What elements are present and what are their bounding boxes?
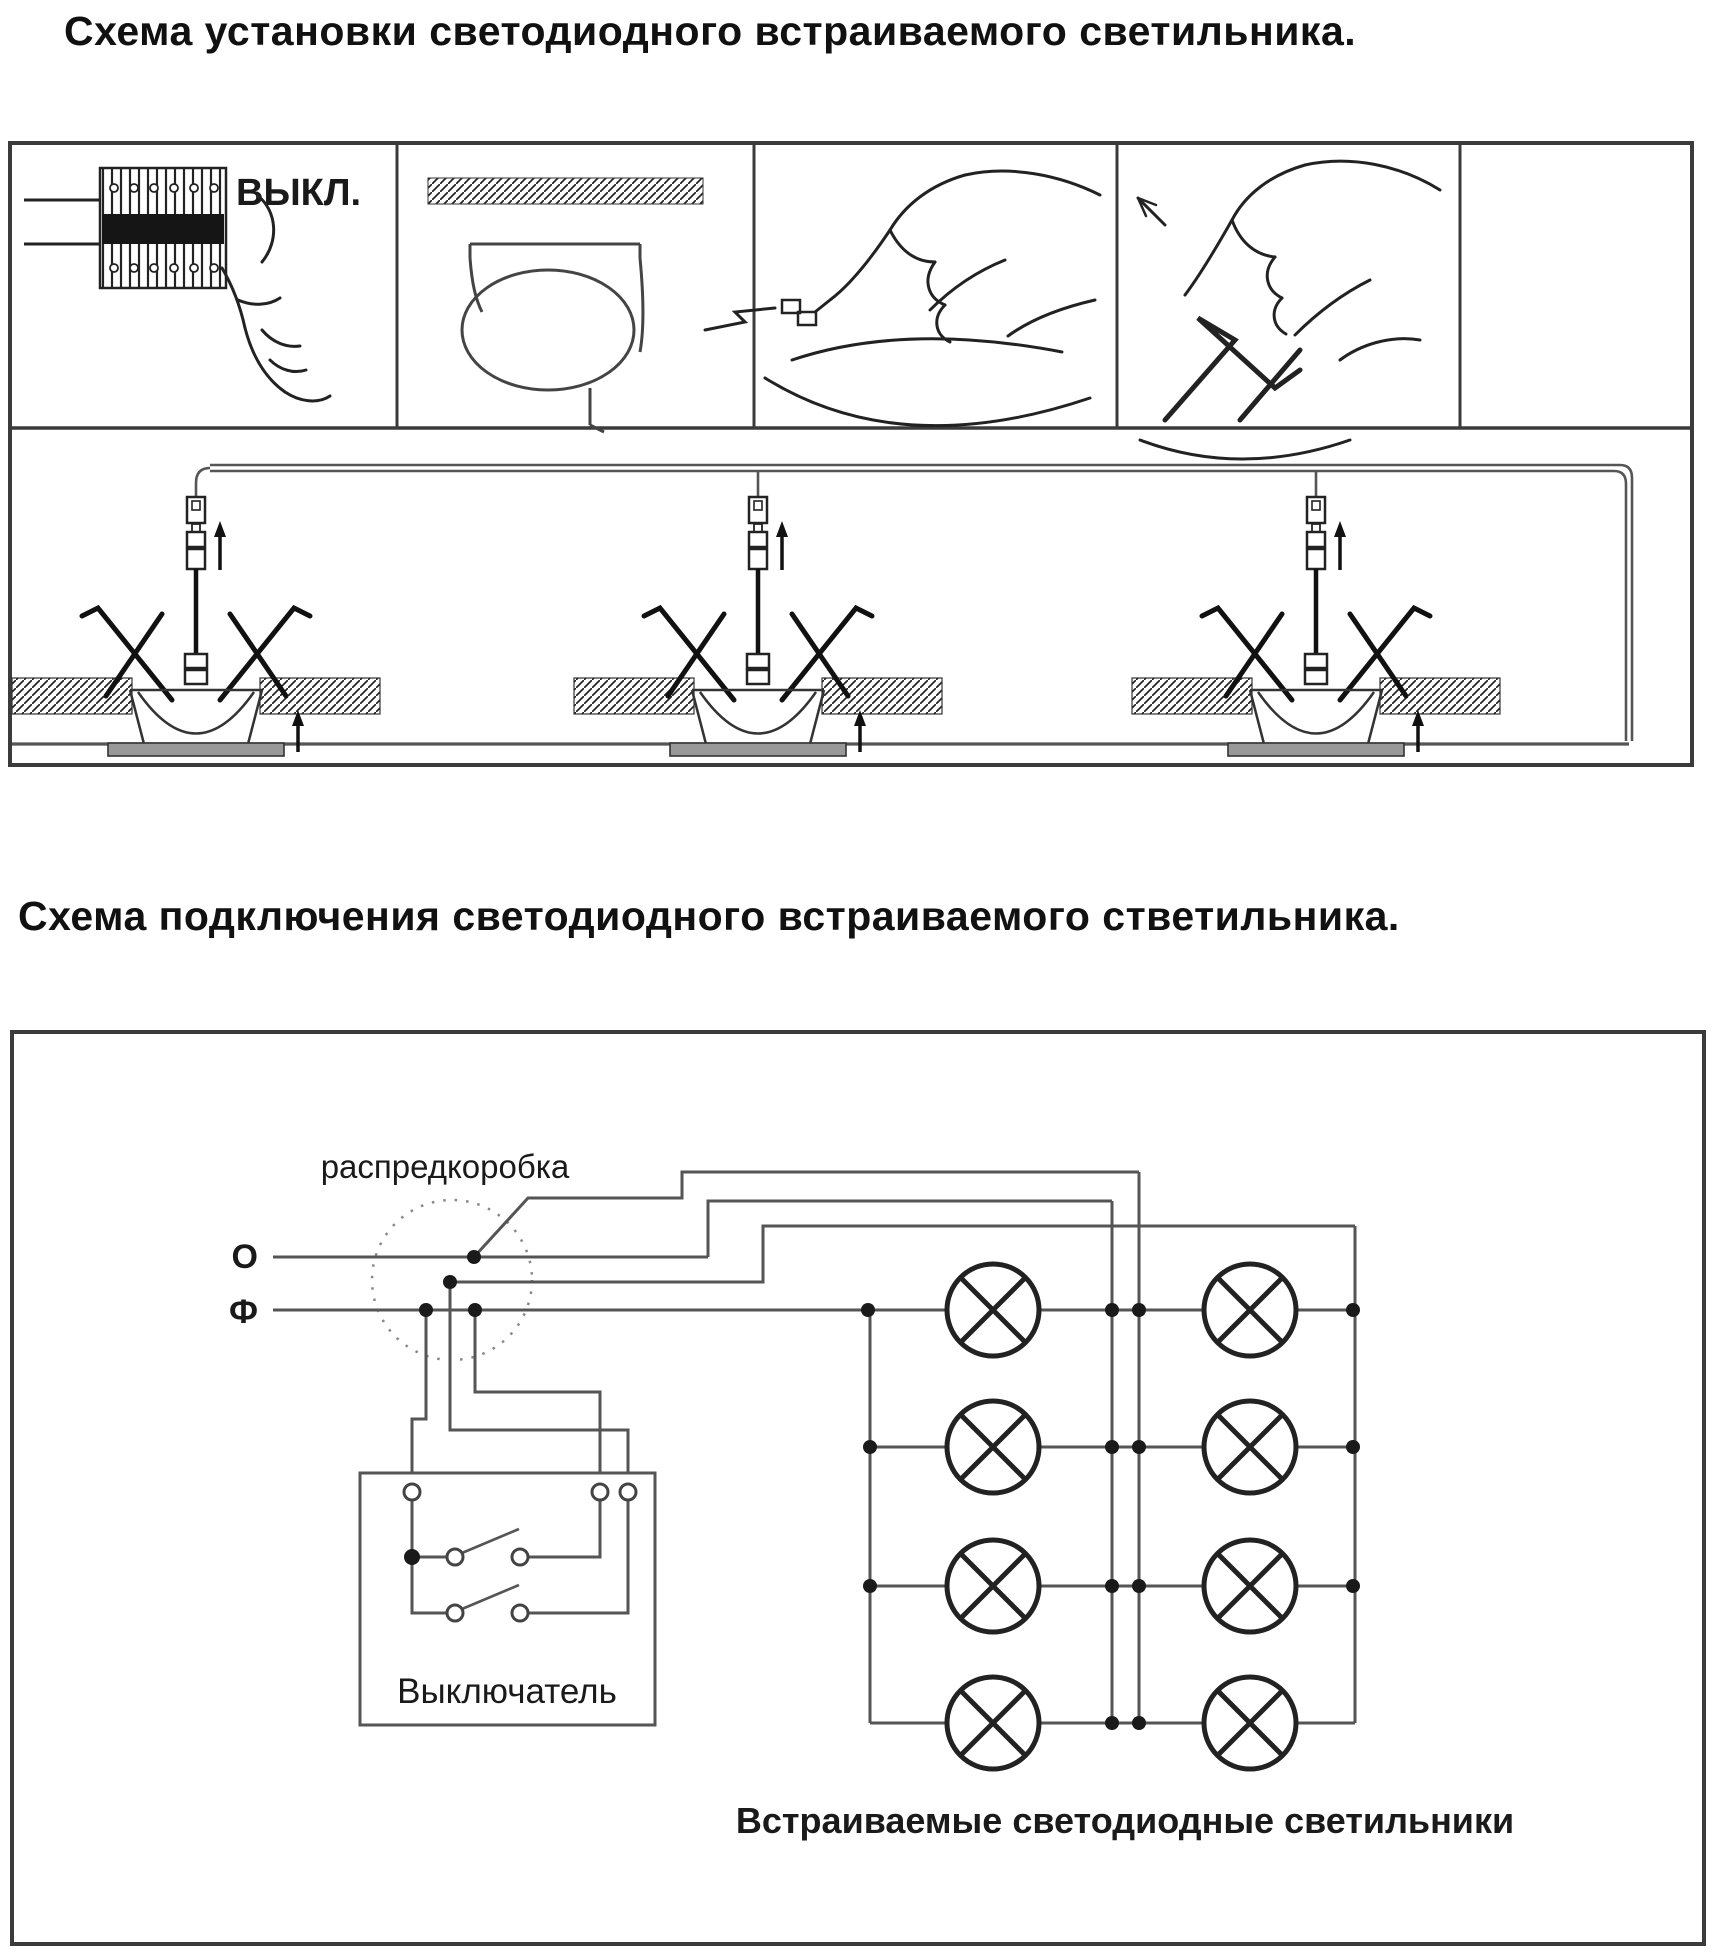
step-panel-cut-hole — [427, 177, 704, 434]
junction-dot — [467, 1250, 481, 1264]
spring-clip — [79, 604, 313, 703]
insert-arrow-icon — [292, 710, 304, 752]
spring-clip — [1162, 315, 1303, 423]
spring-clip — [1199, 604, 1433, 703]
junction-dot — [1346, 1440, 1360, 1454]
junction-dot — [419, 1303, 433, 1317]
junction-box-circle — [370, 1198, 534, 1362]
switch-contact — [445, 1547, 465, 1567]
junction-dot — [443, 1275, 457, 1289]
junction-dot — [1132, 1440, 1146, 1454]
connect-title: Схема подключения светодиодного встраива… — [18, 893, 1400, 939]
junction-dots — [419, 1250, 1360, 1730]
switch-label: Выключатель — [397, 1672, 617, 1711]
lamp-symbol — [944, 1674, 1042, 1772]
install-frame — [8, 141, 1694, 767]
hand-illustration-4 — [1183, 159, 1442, 362]
switch-terminal — [590, 1482, 610, 1502]
ceiling-hatch — [427, 177, 704, 205]
lamp-symbol — [1201, 1398, 1299, 1496]
recessed-light — [1131, 471, 1501, 757]
junction-dot — [861, 1303, 875, 1317]
connect-arrow-icon — [214, 521, 226, 570]
step-panel-terminal-block: ВЫКЛ. — [24, 166, 361, 403]
hand-illustration-1 — [220, 194, 332, 403]
recessed-light — [573, 471, 943, 757]
junction-dot — [1105, 1303, 1119, 1317]
step-panel-connect-wires — [703, 169, 1102, 428]
panel1-label: ВЫКЛ. — [236, 172, 361, 214]
junction-dot — [1105, 1579, 1119, 1593]
lamp-symbol — [944, 1537, 1042, 1635]
junction-dot — [1346, 1303, 1360, 1317]
lamp-symbol — [1201, 1537, 1299, 1635]
junction-box-label: распредкоробка — [321, 1148, 570, 1185]
phase-line-label: Ф — [229, 1293, 258, 1331]
trim-plate — [107, 742, 285, 757]
lamp-symbol — [944, 1261, 1042, 1359]
junction-dot — [1105, 1440, 1119, 1454]
connect-arrow-icon — [776, 521, 788, 570]
recessed-lights — [11, 471, 1501, 757]
connection-diagram: О Ф распредкоробка — [10, 1030, 1706, 1946]
connect-frame — [10, 1030, 1706, 1946]
recessed-light — [11, 495, 381, 757]
installation-diagram: ВЫКЛ. — [8, 141, 1694, 767]
switch-contact — [445, 1603, 465, 1623]
junction-dot — [1132, 1303, 1146, 1317]
lights-supply-wire — [194, 463, 1634, 741]
lamps-grid — [944, 1261, 1299, 1772]
spring-clip — [641, 604, 875, 703]
insert-arrow-icon — [1412, 710, 1424, 752]
junction-dot — [1132, 1579, 1146, 1593]
install-title: Схема установки светодиодного встраиваем… — [64, 8, 1357, 54]
lamp-symbol — [1201, 1674, 1299, 1772]
junction-dot — [404, 1549, 420, 1565]
neutral-line-label: О — [232, 1238, 258, 1276]
junction-dot — [863, 1440, 877, 1454]
trim-plate — [669, 742, 847, 757]
connect-arrow-icon — [1334, 521, 1346, 570]
lamp-symbol — [1201, 1261, 1299, 1359]
junction-dot — [1346, 1579, 1360, 1593]
junction-dot — [1105, 1716, 1119, 1730]
switch-contact — [510, 1603, 530, 1623]
junction-dot — [863, 1579, 877, 1593]
trim-plate — [1227, 742, 1405, 757]
step-panel-compress-springs — [1136, 159, 1442, 461]
switch-contact — [510, 1547, 530, 1567]
hand-illustration-3 — [813, 169, 1102, 344]
switch-terminal — [618, 1482, 638, 1502]
lamps-caption: Встраиваемые светодиодные светильники — [736, 1800, 1514, 1841]
switch-terminal — [402, 1482, 422, 1502]
lamp-symbol — [944, 1398, 1042, 1496]
junction-dot — [468, 1303, 482, 1317]
switch-box: Выключатель — [358, 1471, 657, 1727]
insert-arrow-icon — [854, 710, 866, 752]
junction-dot — [1132, 1716, 1146, 1730]
